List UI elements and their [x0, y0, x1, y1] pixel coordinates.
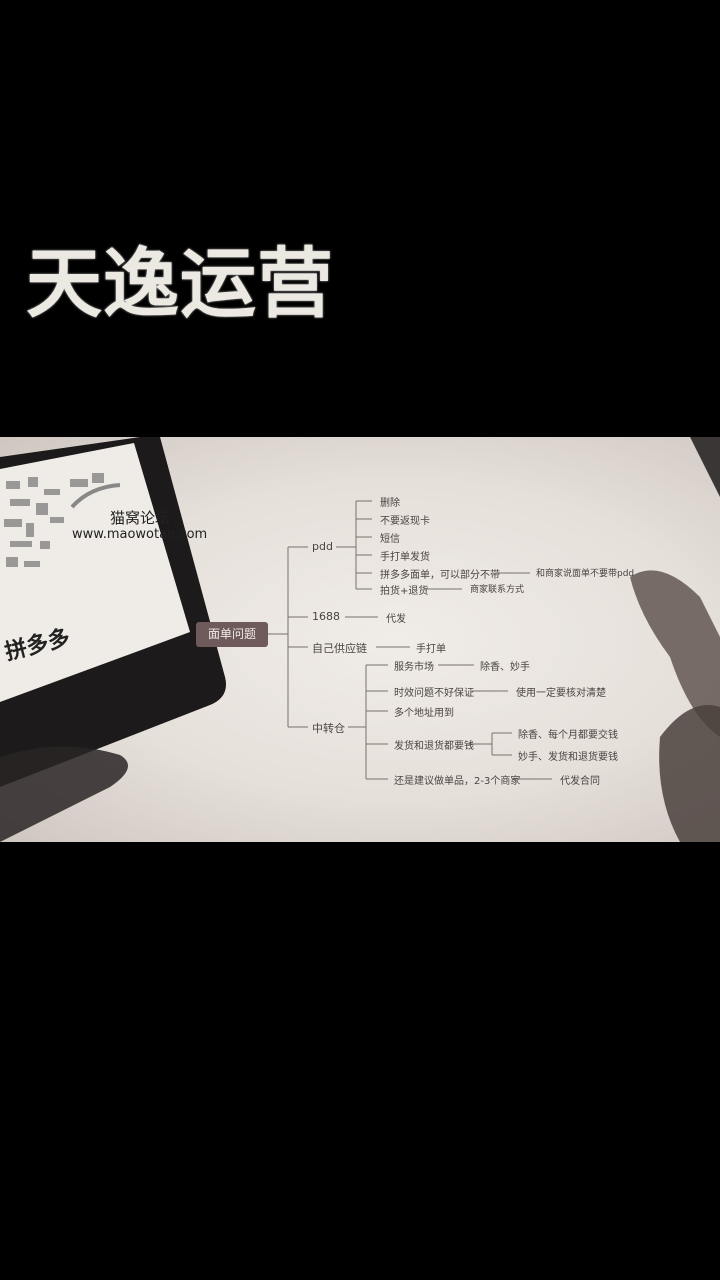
branch-self-note: 手打单: [416, 644, 446, 655]
right-thumb: [659, 705, 720, 842]
pdd-note: 商家联系方式: [470, 585, 525, 595]
mindmap-root: 面单问题: [196, 622, 268, 647]
pdd-item: 拍货+退货: [380, 586, 429, 597]
transit-note: 除香、妙手: [480, 662, 530, 673]
transit-note: 使用一定要核对清楚: [516, 688, 606, 699]
pdd-item: 删除: [380, 498, 400, 509]
pdd-item: 不要返现卡: [380, 516, 430, 527]
pdd-note: 和商家说面单不要带pdd: [536, 569, 635, 579]
transit-note: 除香、每个月都要交钱: [518, 730, 618, 741]
corner-shadow: [690, 437, 720, 497]
scene-shapes: [0, 437, 720, 842]
phone-site-url: www.maowotan.com: [72, 527, 208, 542]
pdd-item: 手打单发货: [380, 552, 430, 563]
photo-frame: 猫窝论坛 www.maowotan.com 拼多多 面单问题 pdd 删除 不要…: [0, 437, 720, 842]
transit-item: 时效问题不好保证: [394, 688, 474, 699]
transit-item: 还是建议做单品，2-3个商家: [394, 776, 521, 787]
transit-note: 妙手、发货和退货要钱: [518, 752, 618, 763]
branch-self-supply: 自己供应链: [312, 642, 367, 655]
branch-1688: 1688: [312, 610, 340, 623]
transit-item: 发货和退货都要钱: [394, 741, 474, 752]
phone-site-name: 猫窝论坛: [110, 509, 171, 527]
branch-1688-note: 代发: [386, 614, 406, 625]
overlay-title: 天逸运营: [26, 239, 334, 328]
pdd-item: 短信: [380, 534, 400, 545]
screen-map: [4, 473, 104, 567]
transit-note: 代发合同: [560, 776, 600, 787]
branch-pdd: pdd: [312, 540, 333, 553]
pdd-item: 拼多多面单，可以部分不带: [380, 570, 500, 581]
left-hand: [0, 746, 128, 842]
branch-transit: 中转仓: [312, 722, 345, 735]
mindmap-lines: [268, 500, 552, 780]
right-finger: [630, 570, 720, 737]
transit-item: 多个地址用到: [394, 708, 454, 719]
transit-item: 服务市场: [394, 662, 434, 673]
